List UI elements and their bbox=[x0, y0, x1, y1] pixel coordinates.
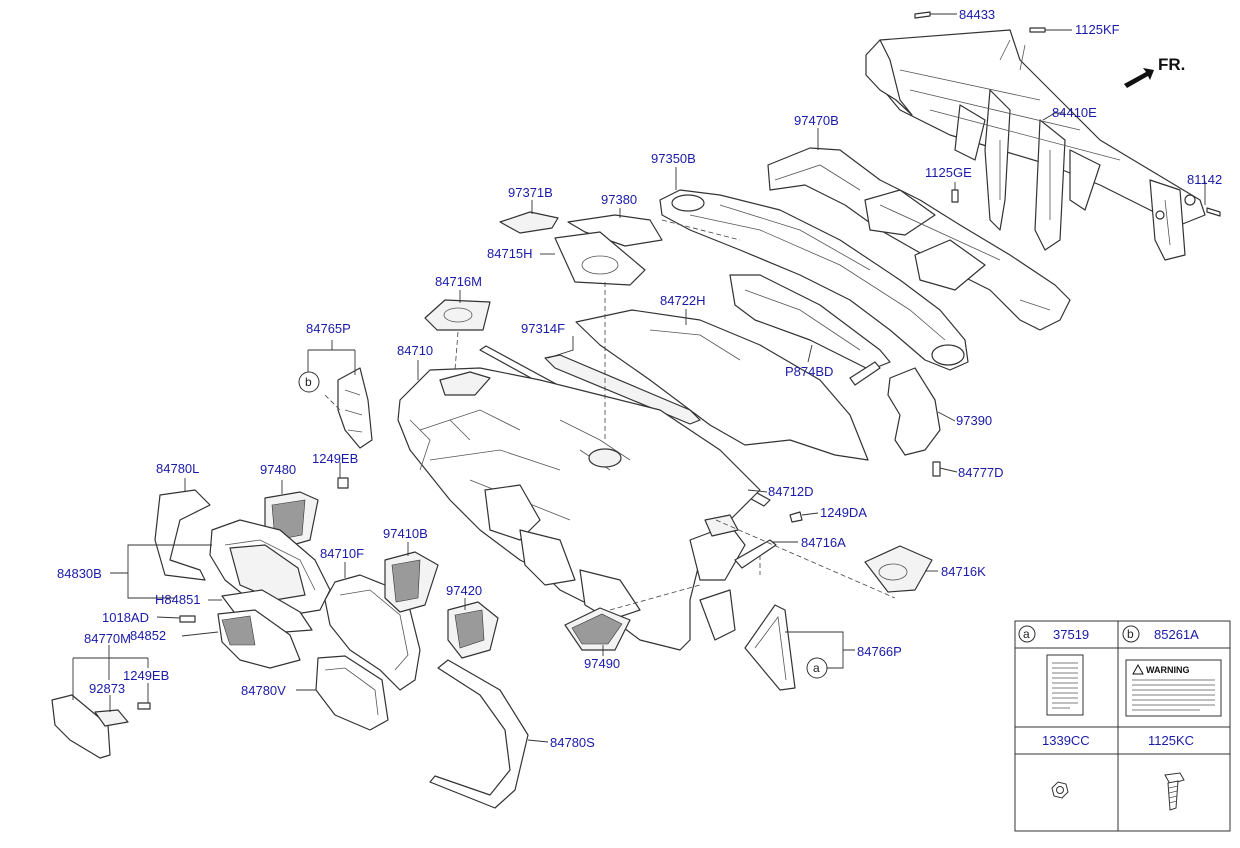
callout-p874bd[interactable]: P874BD bbox=[785, 364, 833, 379]
legend-cell-b: b 85261A bbox=[1122, 625, 1199, 643]
callout-84780v[interactable]: 84780V bbox=[241, 683, 286, 698]
callout-84410e[interactable]: 84410E bbox=[1052, 105, 1097, 120]
callout-97410b[interactable]: 97410B bbox=[383, 526, 428, 541]
svg-text:a: a bbox=[813, 661, 820, 675]
callout-84766p[interactable]: 84766P bbox=[857, 644, 902, 659]
main-air-duct[interactable] bbox=[659, 189, 969, 371]
seal-strip-97314f[interactable] bbox=[544, 354, 701, 425]
bolt-84433[interactable] bbox=[914, 11, 931, 19]
svg-text:b: b bbox=[1127, 627, 1134, 641]
side-cover-84766p[interactable] bbox=[744, 604, 796, 691]
callout-84710[interactable]: 84710 bbox=[397, 343, 433, 358]
callout-1249eb-top[interactable]: 1249EB bbox=[312, 451, 358, 466]
callout-84780l[interactable]: 84780L bbox=[156, 461, 199, 476]
callout-81142[interactable]: 81142 bbox=[1187, 172, 1222, 187]
callout-97314f[interactable]: 97314F bbox=[521, 321, 565, 336]
speaker-grille-84716k[interactable] bbox=[864, 545, 933, 593]
console-trim-84780v[interactable] bbox=[315, 655, 389, 731]
warning-text: WARNING bbox=[1146, 665, 1190, 675]
callout-84715h[interactable]: 84715H bbox=[487, 246, 533, 261]
callout-1249da[interactable]: 1249DA bbox=[820, 505, 867, 520]
main-instrument-panel[interactable] bbox=[397, 367, 761, 651]
leader-lines bbox=[72, 13, 1206, 743]
side-bracket-84765p[interactable] bbox=[337, 367, 373, 449]
callout-97470b[interactable]: 97470B bbox=[794, 113, 839, 128]
dash-pad-cover[interactable] bbox=[575, 309, 869, 461]
callout-84770m[interactable]: 84770M bbox=[84, 631, 131, 646]
knee-bracket-84770m[interactable] bbox=[51, 694, 111, 759]
callout-84852[interactable]: 84852 bbox=[130, 628, 166, 643]
callout-84716a[interactable]: 84716A bbox=[801, 535, 846, 550]
ref-circle-a: a bbox=[806, 657, 828, 679]
callout-84777d[interactable]: 84777D bbox=[958, 465, 1004, 480]
screw-1018ad[interactable] bbox=[179, 615, 196, 623]
callout-labels: 84433 1125KF 84410E 97470B 1125GE 81142 … bbox=[57, 7, 1222, 750]
callout-1249eb-bottom[interactable]: 1249EB bbox=[123, 668, 169, 683]
speaker-grille-84715h[interactable] bbox=[554, 231, 646, 286]
duct-97380[interactable] bbox=[567, 214, 663, 247]
callout-84716k[interactable]: 84716K bbox=[941, 564, 986, 579]
garnish-84716a[interactable] bbox=[734, 539, 777, 569]
front-direction-indicator: FR. bbox=[1124, 55, 1185, 88]
callout-h84851[interactable]: H84851 bbox=[155, 592, 201, 607]
callout-84830b[interactable]: 84830B bbox=[57, 566, 102, 581]
lower-trim-84780s[interactable] bbox=[429, 659, 529, 809]
callout-92873[interactable]: 92873 bbox=[89, 681, 125, 696]
legend-code-37519: 37519 bbox=[1053, 627, 1089, 642]
screw-1249eb-top[interactable] bbox=[337, 477, 349, 489]
legend-code-85261a: 85261A bbox=[1154, 627, 1199, 642]
front-arrow-icon bbox=[1124, 68, 1154, 88]
bolt-1125kf[interactable] bbox=[1029, 27, 1046, 33]
front-label: FR. bbox=[1158, 55, 1185, 74]
legend-code-1125kc: 1125KC bbox=[1148, 733, 1194, 748]
callout-1018ad[interactable]: 1018AD bbox=[102, 610, 149, 625]
svg-text:a: a bbox=[1023, 627, 1030, 641]
bolt-1125ge[interactable] bbox=[951, 189, 959, 203]
callout-84433[interactable]: 84433 bbox=[959, 7, 995, 22]
duct-bracket[interactable] bbox=[849, 361, 881, 386]
speaker-grille-84716m[interactable] bbox=[424, 299, 491, 331]
cluster-housing-84830b[interactable] bbox=[209, 519, 331, 616]
callout-97490[interactable]: 97490 bbox=[584, 656, 620, 671]
svg-text:b: b bbox=[305, 375, 312, 389]
callout-97480[interactable]: 97480 bbox=[260, 462, 296, 477]
legend-code-1339cc: 1339CC bbox=[1042, 733, 1090, 748]
legend-cell-a: a 37519 bbox=[1018, 625, 1089, 643]
screw-84777d[interactable] bbox=[932, 461, 941, 477]
callout-97350b[interactable]: 97350B bbox=[651, 151, 696, 166]
nut-icon bbox=[1051, 781, 1069, 799]
legend-table: a 37519 b 85261A WARNING 1339CC 1125KC bbox=[1014, 620, 1231, 832]
warning-label-icon: WARNING bbox=[1125, 659, 1222, 717]
callout-84712d[interactable]: 84712D bbox=[768, 484, 814, 499]
cowl-cross-bar[interactable] bbox=[865, 29, 1206, 261]
screw-1249eb-bottom[interactable] bbox=[137, 702, 151, 710]
callout-84710f[interactable]: 84710F bbox=[320, 546, 364, 561]
label-sticker-icon bbox=[1046, 654, 1084, 716]
callout-1125ge[interactable]: 1125GE bbox=[925, 165, 972, 180]
callout-84765p[interactable]: 84765P bbox=[306, 321, 351, 336]
bolt-icon bbox=[1164, 772, 1185, 811]
callout-1125kf[interactable]: 1125KF bbox=[1075, 22, 1120, 37]
screw-1249da[interactable] bbox=[789, 511, 803, 523]
callout-84716m[interactable]: 84716M bbox=[435, 274, 482, 289]
bolt-81142[interactable] bbox=[1206, 207, 1221, 217]
callout-84780s[interactable]: 84780S bbox=[550, 735, 595, 750]
callout-97390[interactable]: 97390 bbox=[956, 413, 992, 428]
trim-97371b[interactable] bbox=[499, 211, 559, 234]
callout-97420[interactable]: 97420 bbox=[446, 583, 482, 598]
ref-circle-b: b bbox=[298, 371, 320, 393]
defroster-duct-right[interactable] bbox=[767, 147, 1071, 331]
bezel-84780l[interactable] bbox=[154, 489, 211, 581]
callout-97371b[interactable]: 97371B bbox=[508, 185, 553, 200]
side-duct-97390[interactable] bbox=[887, 367, 941, 456]
callout-97380[interactable]: 97380 bbox=[601, 192, 637, 207]
callout-84722h[interactable]: 84722H bbox=[660, 293, 706, 308]
